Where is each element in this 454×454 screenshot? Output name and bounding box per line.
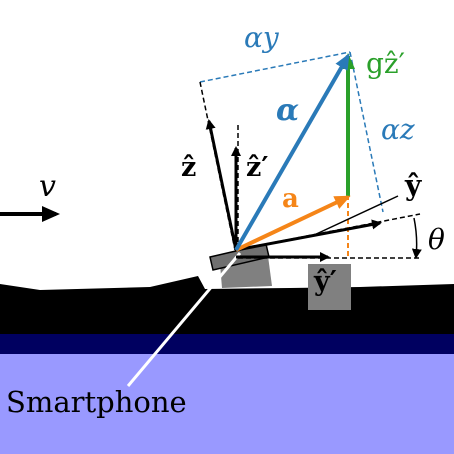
y-prime-label-bg: [308, 264, 351, 310]
accel-label: a: [282, 184, 299, 214]
dashed-guides: [199, 51, 421, 259]
alpha-label: α: [276, 93, 300, 128]
alpha-z-label: αz: [381, 113, 415, 146]
y-hat-label: ŷ: [405, 169, 422, 202]
smartphone-label: Smartphone: [6, 385, 187, 419]
y-hat-axis: [235, 219, 382, 252]
accel-vector: [235, 195, 351, 252]
gravity-label: gẑ′: [366, 47, 406, 80]
road-base-layer: [0, 333, 454, 354]
z-hat-axis: [205, 119, 238, 251]
z-hat-prime-label: ẑ′: [246, 152, 269, 183]
theta-arc: [411, 217, 422, 259]
z-hat-label: ẑ: [181, 152, 197, 183]
alpha-y-label: αy: [244, 21, 279, 54]
theta-label: θ: [428, 223, 445, 256]
y-hat-pointer: [311, 195, 399, 237]
alpha-vector: [234, 53, 350, 251]
velocity-label: v: [39, 169, 56, 204]
ground-region: [0, 352, 454, 454]
smartphone-pointer: [126, 252, 242, 387]
y-hat-prime-label: ŷ′: [314, 266, 337, 297]
